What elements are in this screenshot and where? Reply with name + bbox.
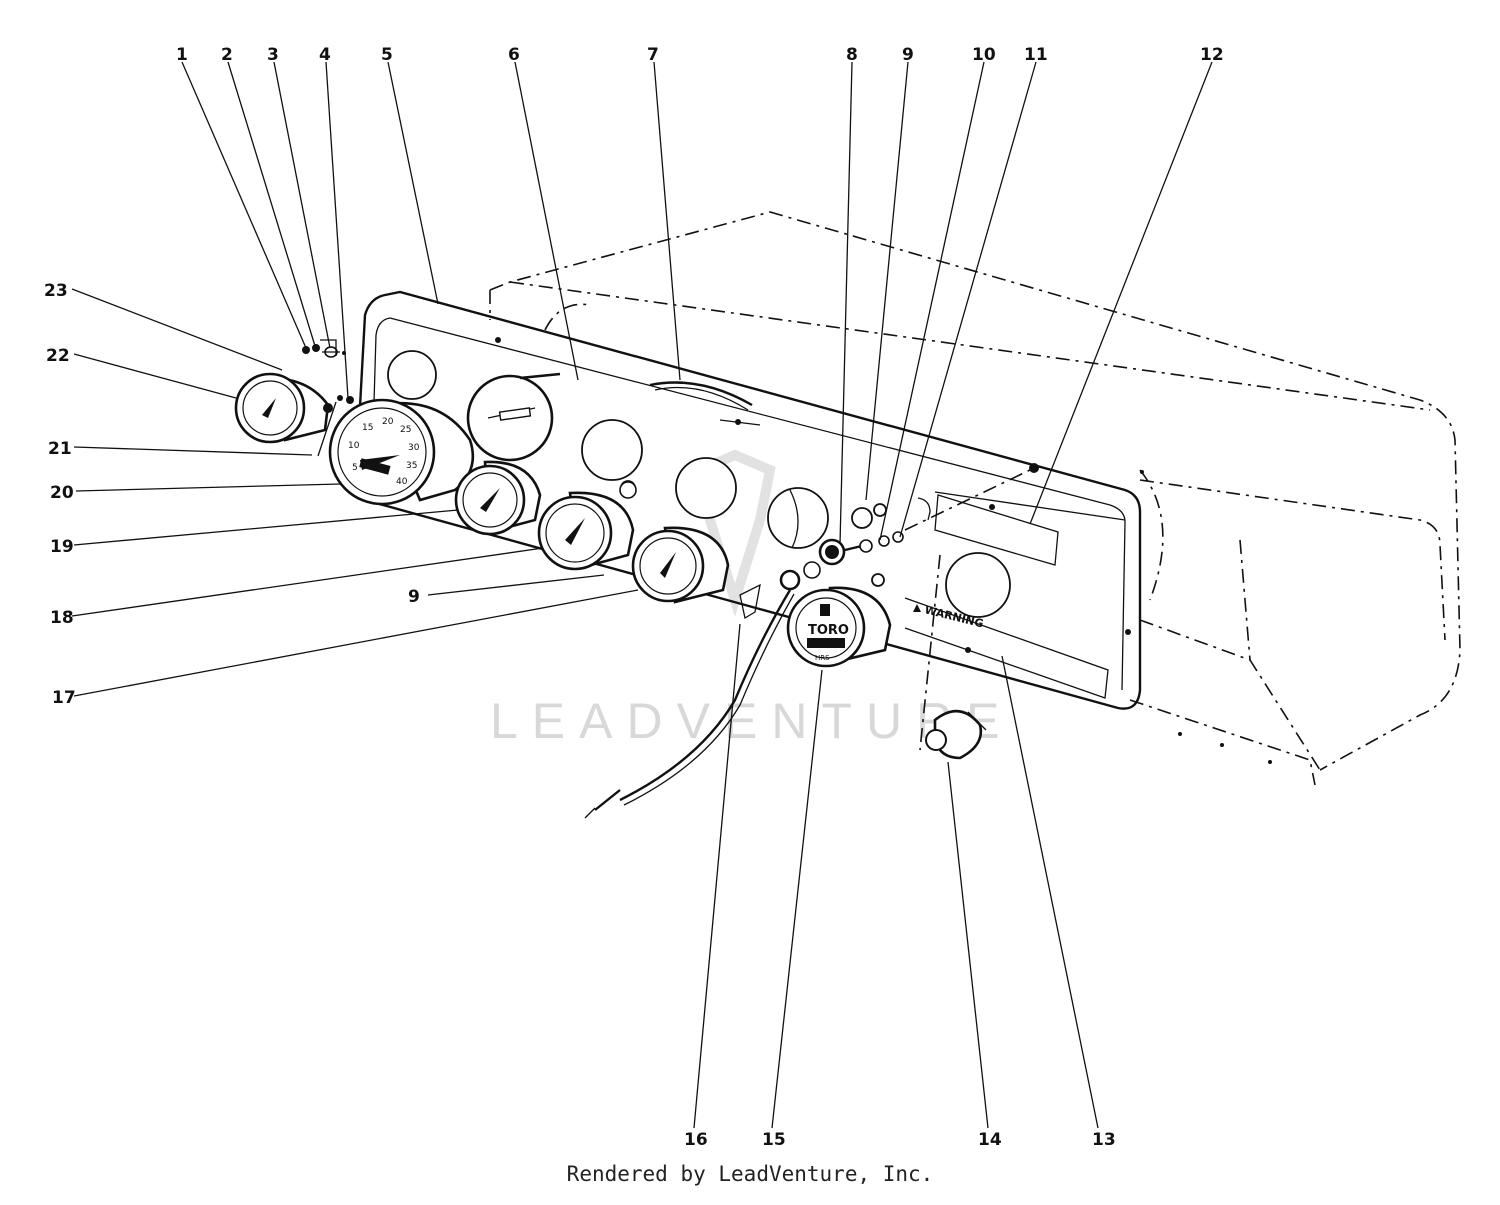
svg-text:40: 40 [396,477,408,487]
callout-10: 10 [972,45,996,65]
callout-16: 16 [684,1130,708,1150]
callout-12: 12 [1200,45,1224,65]
watermark-logo-icon [694,449,776,617]
callout-20: 20 [50,483,74,503]
speedometer-cable [584,583,795,819]
svg-text:30: 30 [408,443,420,453]
dash-panel: WARNING [354,290,1142,710]
callout-11: 11 [1024,45,1048,65]
svg-text:20: 20 [382,417,394,427]
svg-text:10: 10 [348,441,360,451]
callout-8: 8 [846,45,858,65]
svg-text:HRS: HRS [815,654,830,662]
dash-housing [489,211,1461,786]
callout-5: 5 [381,45,393,65]
callout-14: 14 [978,1130,1002,1150]
callout-9-top: 9 [902,45,914,65]
item-7-latch [649,381,753,411]
callout-4: 4 [319,45,331,65]
oil-pressure-gauge [234,372,333,444]
hardware-1-4 [302,344,354,404]
callout-15: 15 [762,1130,786,1150]
speedometer-gauge: 5 10 15 20 25 30 35 40 [328,398,475,506]
footer-credit: Rendered by LeadVenture, Inc. [566,1162,934,1186]
callout-1: 1 [176,45,188,65]
callout-13: 13 [1092,1130,1116,1150]
svg-text:TORO: TORO [808,623,849,638]
tachometer-rear [466,372,561,462]
svg-text:35: 35 [406,461,417,471]
watermark: LEADVENTURE [490,449,1014,749]
callout-7: 7 [647,45,659,65]
watermark-text: LEADVENTURE [490,693,1014,749]
sender-unit [919,554,987,760]
gauge-18 [537,481,637,571]
leader-lines [71,61,1213,1129]
callout-9-bottom: 9 [408,587,420,607]
callout-2: 2 [221,45,233,65]
callout-3: 3 [267,45,279,65]
callout-17: 17 [52,688,76,708]
callout-labels: 1 2 3 4 5 6 7 8 9 10 11 12 13 14 15 16 1… [44,45,1224,1150]
callout-22: 22 [46,346,70,366]
svg-text:5: 5 [352,463,358,473]
callout-21: 21 [48,439,72,459]
hourmeter: TORO HRS [786,586,892,668]
gauge-17 [631,526,730,604]
callout-6: 6 [508,45,520,65]
gauge-19 [454,460,542,536]
callout-18: 18 [50,608,74,628]
callout-19: 19 [50,537,74,557]
svg-text:25: 25 [400,425,411,435]
svg-text:15: 15 [362,423,373,433]
callout-23: 23 [44,281,68,301]
